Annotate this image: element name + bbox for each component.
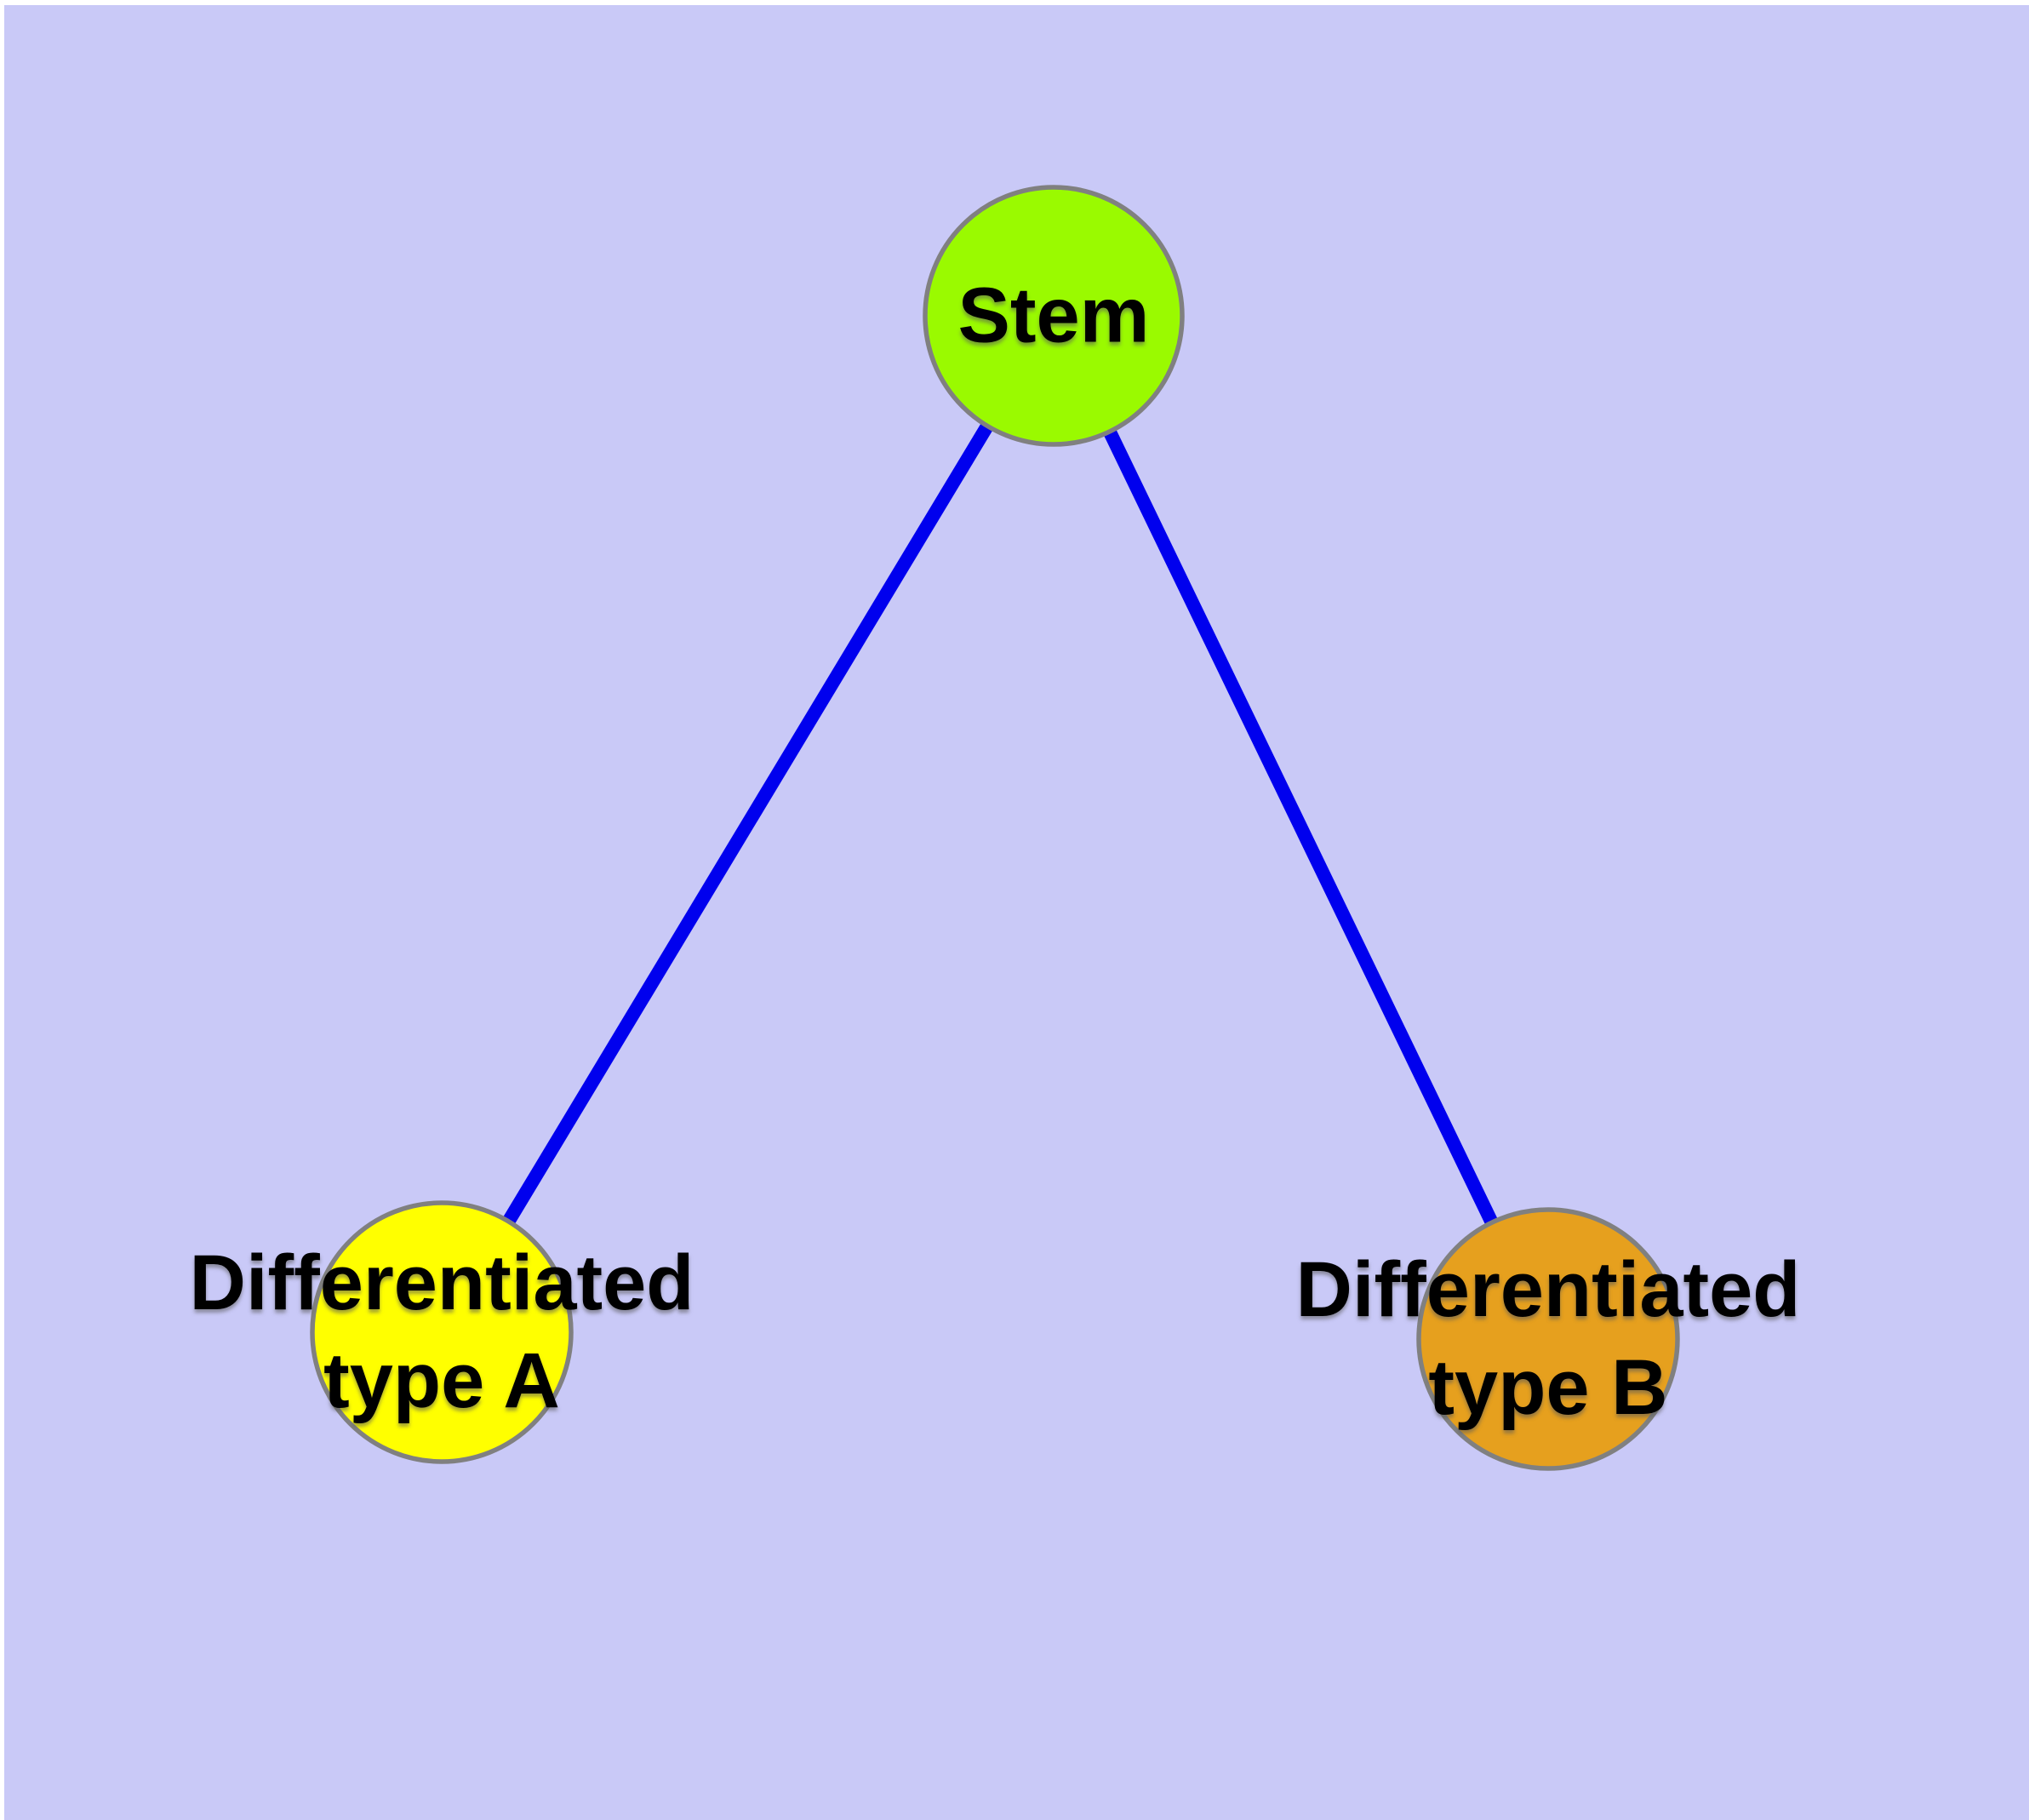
node-type-a-label: Differentiated type A: [189, 1239, 694, 1424]
node-stem: [923, 185, 1185, 447]
node-type-b-label: Differentiated type B: [1295, 1246, 1801, 1431]
edge-stem-to-type-b: [1047, 312, 1555, 1342]
edge-stem-to-type-a: [436, 312, 1060, 1336]
node-type-a: [310, 1200, 574, 1464]
node-type-b: [1416, 1207, 1680, 1471]
node-stem-label: Stem: [957, 272, 1150, 359]
